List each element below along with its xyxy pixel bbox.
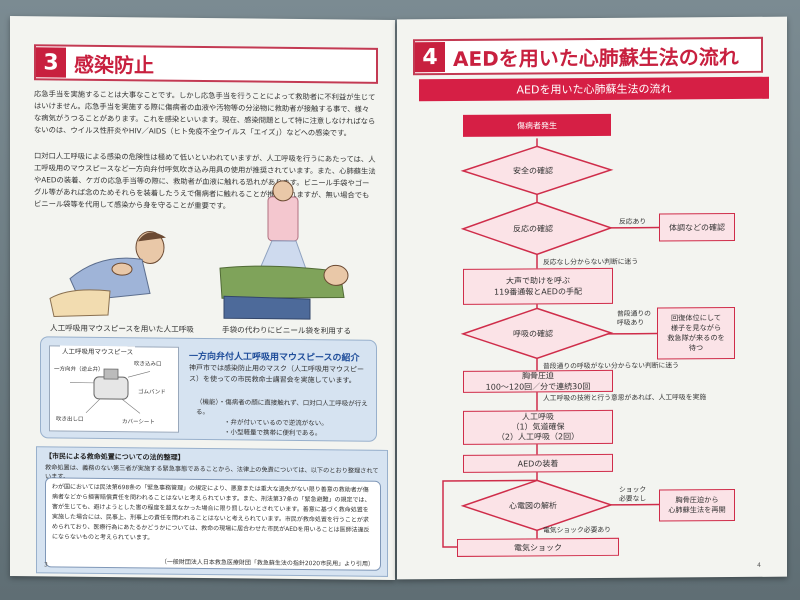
legal-note-source: （一般財団法人日本救急医療財団「救急蘇生法の指針2020市民用」より引用） bbox=[160, 558, 374, 568]
mouthpiece-label-valve: 一方向弁（逆止弁） bbox=[54, 366, 104, 373]
mouthpiece-label-cover: カバーシート bbox=[122, 419, 155, 426]
mouthpiece-diagram-box: 人工呼吸用マウスピース 一方向弁（逆止弁） 吹き込み口 吹き出し口 ゴムバンド … bbox=[49, 345, 179, 433]
box-recovery-position: 回復体位にして 様子を見ながら 救急隊が来るのを 待つ bbox=[657, 307, 735, 360]
page-number-right: 4 bbox=[757, 561, 761, 569]
mouthpiece-label-outlet: 吹き出し口 bbox=[56, 416, 84, 423]
legal-note-box: 【市民による救命処置についての法的整理】 救命処置は、義務のない第三者が実施する… bbox=[36, 446, 388, 577]
call-line-2: 119番通報とAEDの手配 bbox=[494, 287, 582, 297]
box-condition-check: 体調などの確認 bbox=[659, 213, 735, 242]
flowchart-diamonds bbox=[460, 145, 614, 532]
flowchart-lines bbox=[442, 138, 659, 548]
mouthpiece-features: （機能）・傷病者の顔に直接触れず、口対口人工呼吸が行える。 ・弁が付いているので… bbox=[196, 397, 376, 439]
mouthpiece-intro-text: 神戸市では感染防止用のマスク（人工呼吸用マウスピース）を使っての市民救命士講習会… bbox=[189, 363, 364, 385]
cpr-illustrations bbox=[49, 180, 349, 320]
legal-note-text: わが国においては民法第698条の「緊急事務管理」の規定により、悪意または重大な過… bbox=[52, 483, 371, 542]
step-call-for-help: 大声で助けを呼ぶ 119番通報とAEDの手配 bbox=[463, 267, 613, 305]
mouthpiece-label-inlet: 吹き込み口 bbox=[134, 361, 162, 368]
label-ventilation-note: 人工呼吸の技術と行う意思があれば、人工呼吸を実施 bbox=[543, 393, 707, 403]
rescuer-plastic-bag-illustration bbox=[219, 180, 349, 320]
box-resume-cpr: 胸骨圧迫から 心肺蘇生法を再開 bbox=[659, 489, 735, 522]
step-electric-shock: 電気ショック bbox=[457, 537, 619, 557]
label-breathing-abnormal: 普段通りの呼吸がない分からない判断に迷う bbox=[543, 361, 679, 371]
label-shock-needed: 電気ショック必要あり bbox=[543, 525, 611, 535]
feature-item: （機能）・傷病者の顔に直接触れず、口対口人工呼吸が行える。 bbox=[196, 397, 368, 417]
label-breathing-normal: 普段通りの 呼吸あり bbox=[617, 309, 651, 327]
mouthpiece-intro-title: 一方向弁付人工呼吸用マウスピースの紹介 bbox=[189, 351, 360, 364]
caption-plastic-bag: 手袋の代わりにビニール袋を利用する bbox=[222, 325, 352, 336]
step-breathing-check: 呼吸の確認 bbox=[513, 329, 553, 339]
left-page: 3 感染防止 応急手当を実施することは大事なことです。しかし応急手当を行うことに… bbox=[10, 15, 395, 581]
label-shock-unneeded: ショック 必要なし bbox=[619, 485, 647, 503]
mouthpiece-diagram bbox=[70, 368, 151, 414]
rescuer-mouthpiece-illustration bbox=[49, 230, 166, 317]
step-aed-attach: AEDの装着 bbox=[463, 453, 613, 473]
mouthpiece-info-box: 人工呼吸用マウスピース 一方向弁（逆止弁） 吹き込み口 吹き出し口 ゴムバンド … bbox=[40, 336, 377, 442]
feature-item: ・小型軽量で携帯に便利である。 bbox=[224, 428, 322, 438]
step-safety-check: 安全の確認 bbox=[513, 166, 553, 176]
label-response-yes: 反応あり bbox=[619, 217, 647, 226]
legal-note-inner: わが国においては民法第698条の「緊急事務管理」の規定により、悪意または重大な過… bbox=[45, 477, 381, 571]
step-start: 傷病者発生 bbox=[463, 113, 611, 137]
step-chest-compression: 胸骨圧迫 100～120回／分で連続30回 bbox=[463, 369, 613, 393]
step-ecg-analysis: 心電図の解析 bbox=[509, 501, 557, 511]
legal-note-title: 【市民による救命処置についての法的整理】 bbox=[45, 452, 185, 462]
step-rescue-breathing: 人工呼吸 （1）気道確保 （2）人工呼吸（2回） bbox=[463, 409, 613, 445]
right-page: 4 AEDを用いた心肺蘇生法の流れ AEDを用いた心肺蘇生法の流れ bbox=[397, 16, 787, 580]
caption-mouthpiece-ventilation: 人工呼吸用マウスピースを用いた人工呼吸 bbox=[50, 323, 194, 334]
step-response-check: 反応の確認 bbox=[513, 224, 553, 234]
page-number-left: 3 bbox=[44, 561, 48, 569]
label-response-none: 反応なし分からない判断に迷う bbox=[543, 257, 639, 267]
mouthpiece-label-band: ゴムバンド bbox=[138, 389, 166, 396]
call-line-1: 大声で助けを呼ぶ bbox=[506, 276, 570, 286]
